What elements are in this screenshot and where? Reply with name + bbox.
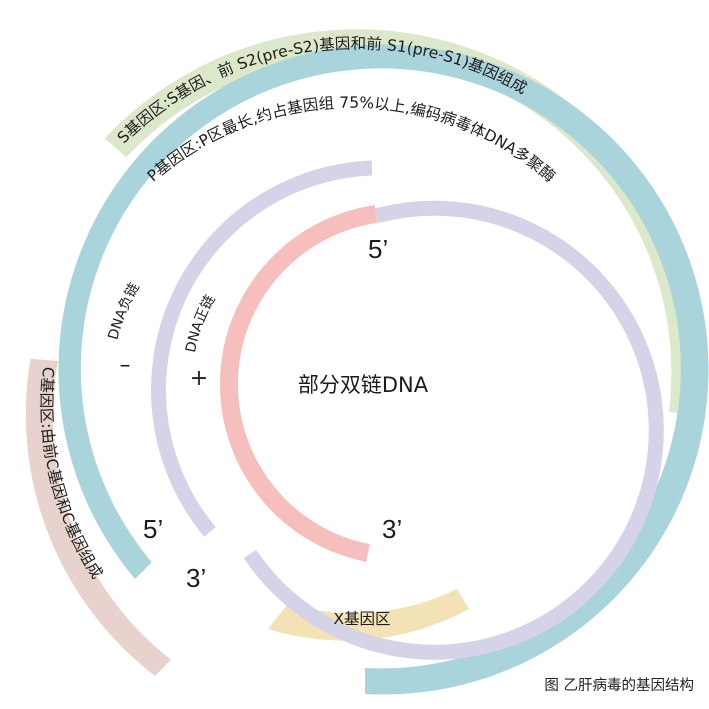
minus-sign: – bbox=[120, 353, 131, 378]
dna-minus-strand-tail bbox=[151, 160, 373, 537]
five-prime-top-label: 5’ bbox=[368, 234, 388, 264]
plus-sign: + bbox=[190, 366, 208, 391]
dna-plus-strand-arc bbox=[219, 205, 378, 562]
dna-minus-strand-label: DNA负链 bbox=[106, 280, 143, 341]
c-gene-region-arc bbox=[25, 358, 171, 676]
x-region-label: X基因区 bbox=[333, 610, 390, 628]
five-prime-left-label: 5’ bbox=[143, 514, 163, 544]
three-prime-bottom-label: 3’ bbox=[186, 563, 206, 593]
center-label: 部分双链DNA bbox=[298, 373, 429, 397]
dna-minus-strand-arc bbox=[243, 200, 664, 660]
figure-caption: 图 乙肝病毒的基因结构 bbox=[544, 677, 694, 694]
dna-plus-strand-label: DNA正链 bbox=[183, 292, 219, 353]
three-prime-right-label: 3’ bbox=[382, 514, 402, 544]
